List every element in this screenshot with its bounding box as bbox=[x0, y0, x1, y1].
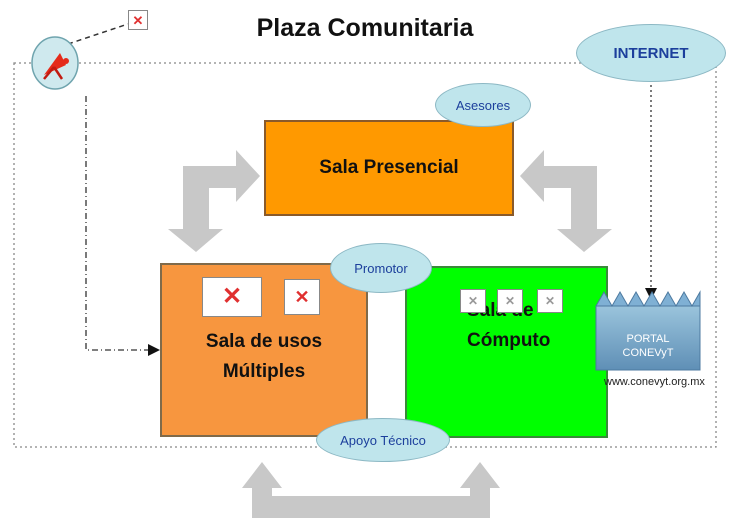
satellite-route-line bbox=[85, 96, 150, 351]
satellite-dish-icon bbox=[30, 35, 80, 91]
sala-usos-line1: Sala de usos bbox=[205, 331, 323, 352]
broken-image-icon: ✕ bbox=[202, 277, 262, 317]
flow-arrow-left bbox=[168, 150, 260, 252]
portal-url: www.conevyt.org.mx bbox=[604, 376, 705, 388]
promotor-label: Promotor bbox=[354, 260, 408, 276]
portal-conevyt-logo: PORTAL CONEVyT bbox=[594, 288, 702, 372]
broken-image-icon: ✕ bbox=[497, 289, 523, 313]
sala-usos-multiples-box: Sala de usos Múltiples bbox=[160, 263, 368, 437]
broken-image-icon: ✕ bbox=[128, 10, 148, 30]
asesores-bubble: Asesores bbox=[435, 83, 531, 127]
internet-bubble: INTERNET bbox=[576, 24, 726, 82]
sala-presencial-label: Sala Presencial bbox=[319, 157, 459, 178]
portal-line2: CONEVyT bbox=[622, 347, 674, 359]
satellite-route-arrowhead bbox=[148, 344, 160, 356]
broken-image-icon: ✕ bbox=[460, 289, 486, 313]
sala-presencial-box: Sala Presencial bbox=[264, 120, 514, 216]
portal-line1: PORTAL bbox=[626, 333, 670, 345]
asesores-label: Asesores bbox=[455, 97, 511, 113]
satellite-link-line bbox=[67, 23, 129, 45]
sala-usos-line2: Múltiples bbox=[222, 361, 306, 382]
flow-arrow-right bbox=[520, 150, 612, 252]
broken-image-icon: ✕ bbox=[284, 279, 320, 315]
internet-label: INTERNET bbox=[613, 44, 689, 62]
page-title: Plaza Comunitaria bbox=[256, 14, 474, 42]
room-connector bbox=[368, 290, 405, 418]
sala-computo-line2: Cómputo bbox=[467, 330, 551, 351]
apoyo-tecnico-label: Apoyo Técnico bbox=[340, 432, 426, 448]
flow-arrow-bottom bbox=[242, 462, 500, 518]
broken-image-icon: ✕ bbox=[537, 289, 563, 313]
promotor-bubble: Promotor bbox=[330, 243, 432, 293]
apoyo-tecnico-bubble: Apoyo Técnico bbox=[316, 418, 450, 462]
